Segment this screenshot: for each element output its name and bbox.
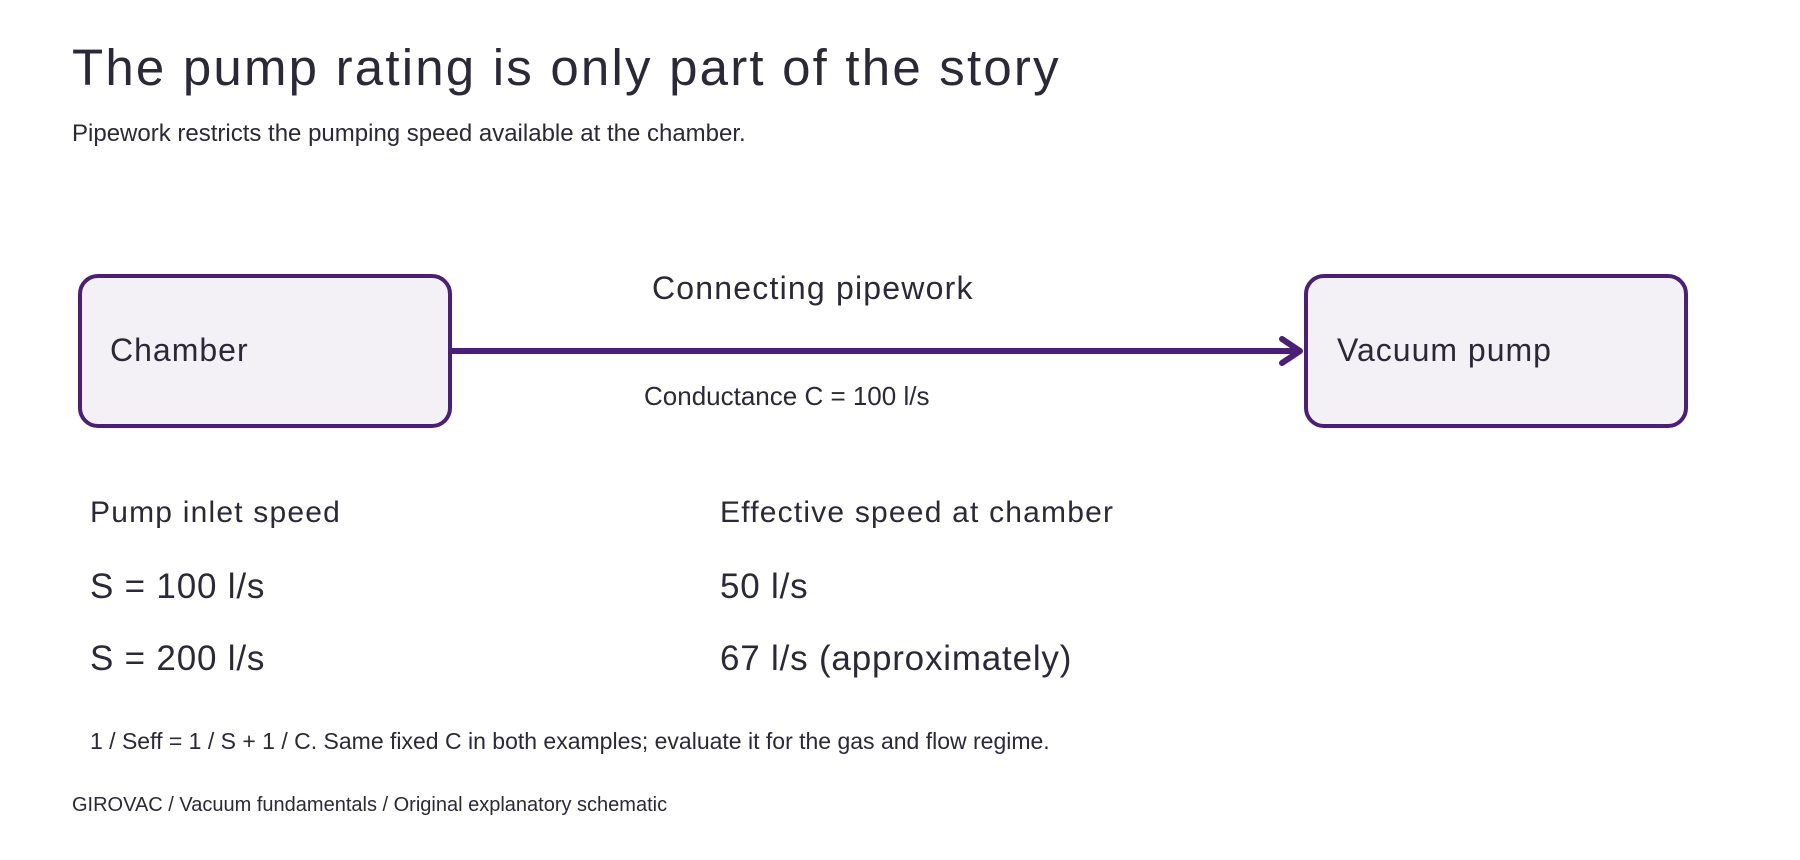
vacuum-pump-box xyxy=(1304,274,1688,428)
arrow-head-icon xyxy=(1279,336,1303,366)
formula-note: 1 / Seff = 1 / S + 1 / C. Same fixed C i… xyxy=(90,728,1050,754)
page-title: The pump rating is only part of the stor… xyxy=(72,39,1061,96)
footer-breadcrumb: GIROVAC / Vacuum fundamentals / Original… xyxy=(72,794,668,816)
page-subtitle: Pipework restricts the pumping speed ava… xyxy=(72,120,746,147)
effective-speed-value: 67 l/s (approximately) xyxy=(720,639,1073,678)
inlet-speed-value: S = 100 l/s xyxy=(90,567,266,606)
pump-inlet-speed-header: Pump inlet speed xyxy=(90,496,342,529)
chamber-box xyxy=(78,274,452,428)
inlet-speed-value: S = 200 l/s xyxy=(90,639,266,678)
chamber-label: Chamber xyxy=(110,332,249,368)
conductance-label: Conductance C = 100 l/s xyxy=(644,381,930,411)
vacuum-pump-label: Vacuum pump xyxy=(1337,332,1552,368)
effective-speed-value: 50 l/s xyxy=(720,567,809,606)
effective-speed-header: Effective speed at chamber xyxy=(720,496,1115,529)
pipework-label: Connecting pipework xyxy=(652,270,974,306)
